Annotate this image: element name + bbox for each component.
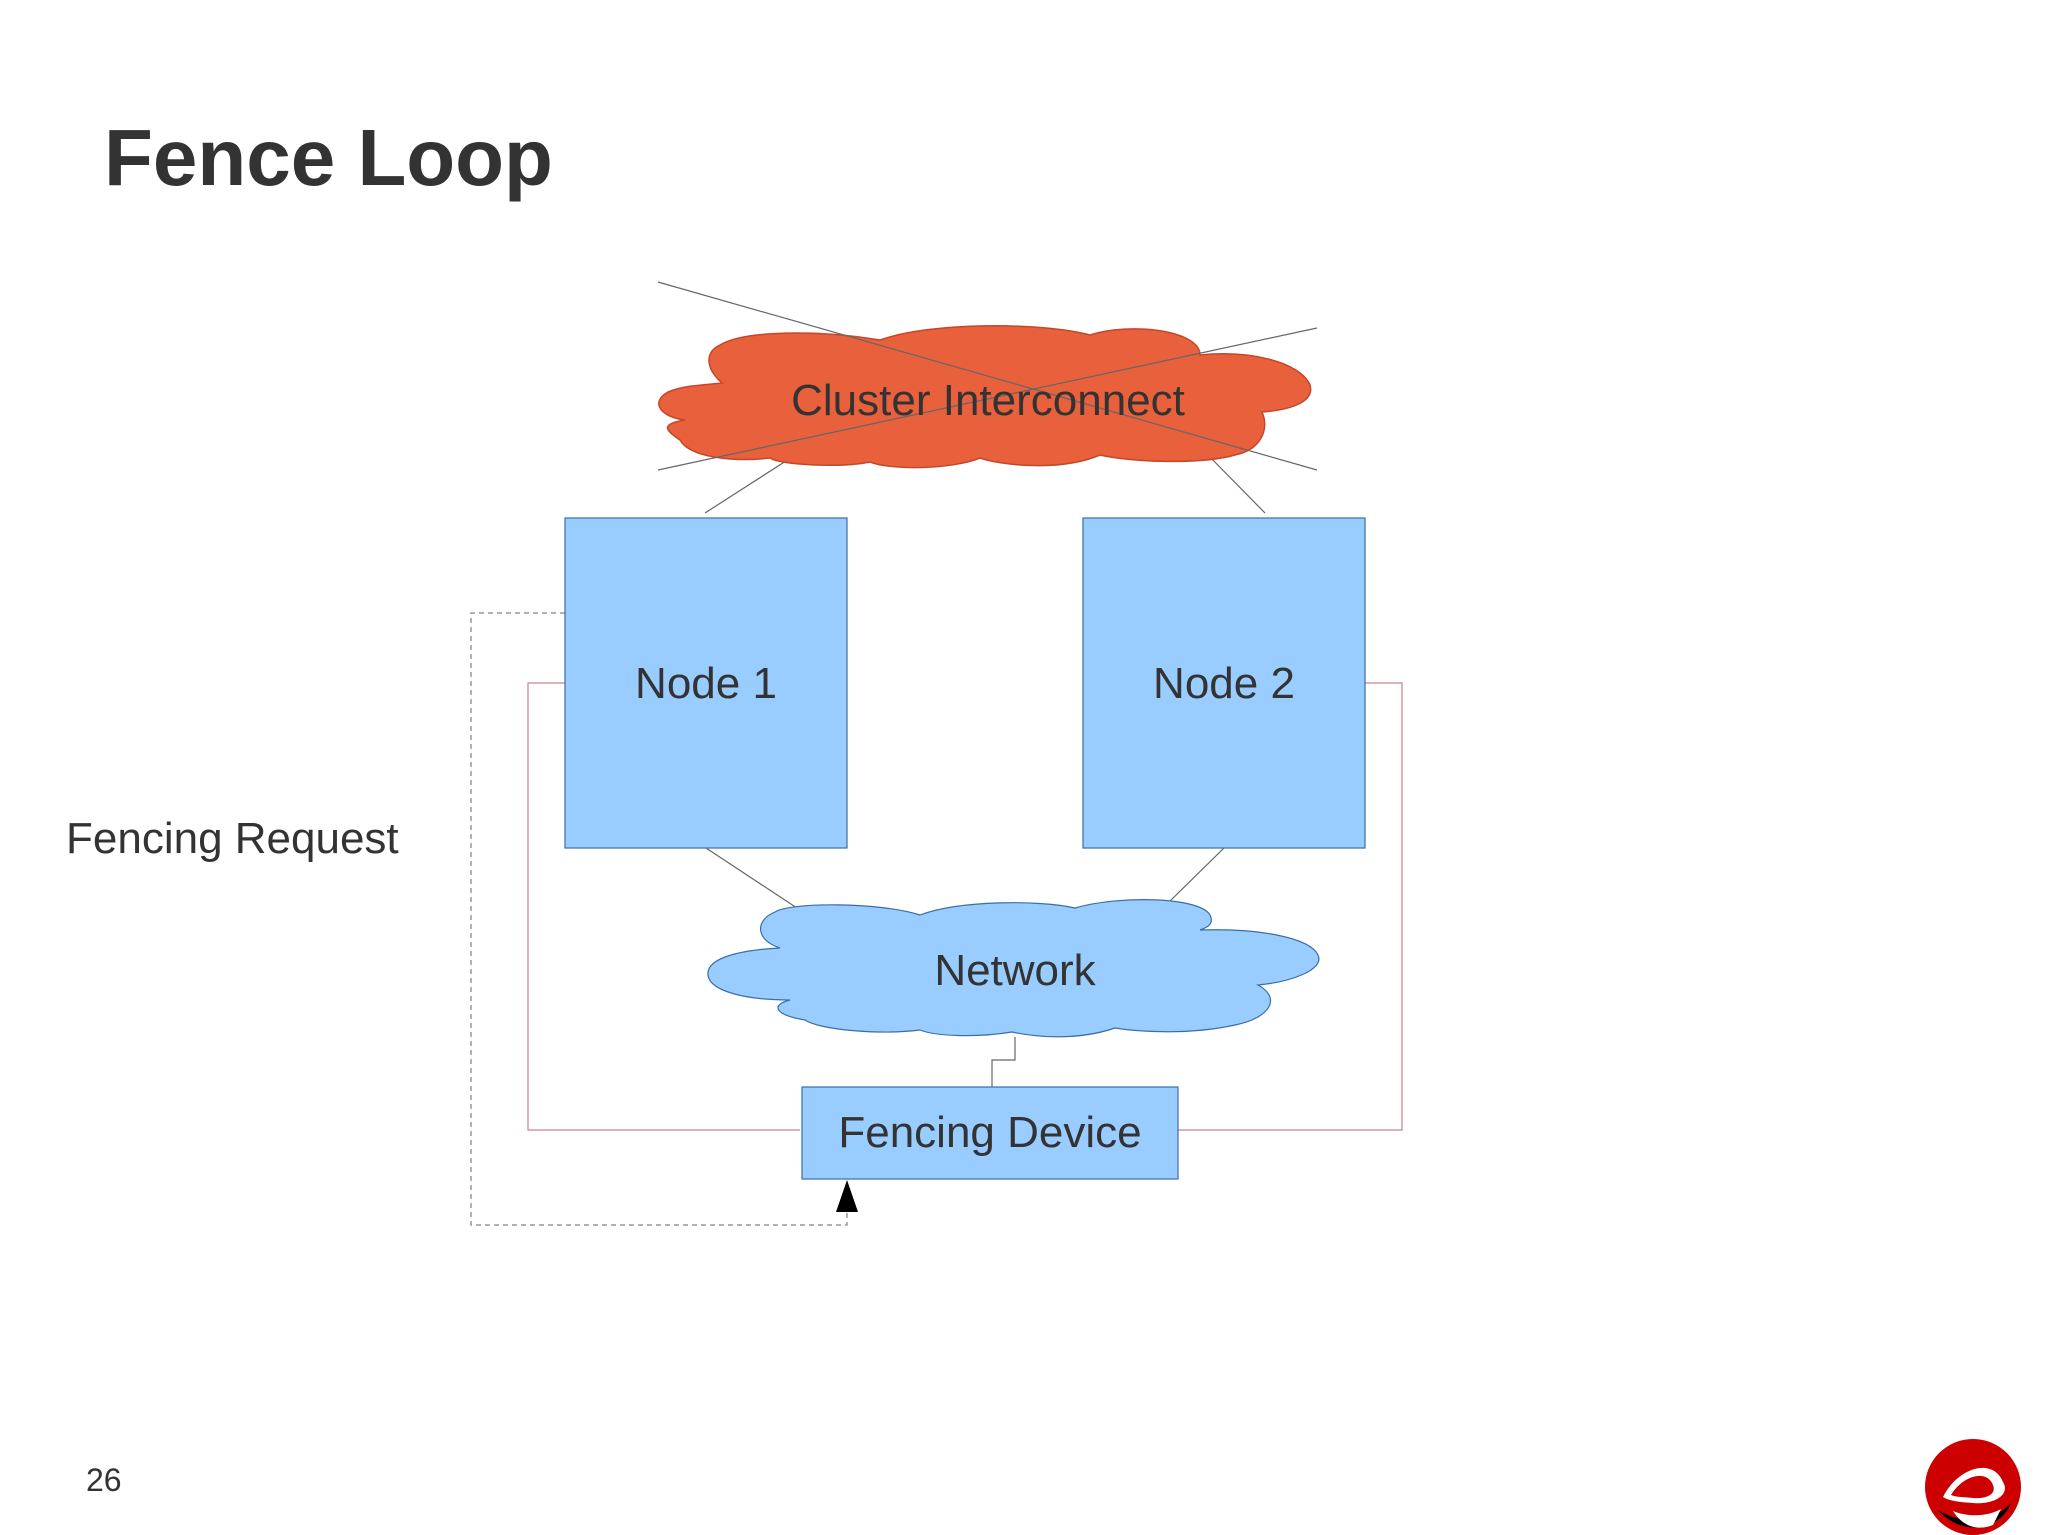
network-label: Network [934,946,1096,995]
node1-box [564,517,848,849]
redhat-shadowman-icon [1925,1439,2021,1535]
node2-label: Node 2 [1153,659,1295,708]
page-number: 26 [86,1462,122,1498]
fencing-device-label: Fencing Device [838,1108,1141,1157]
failure-cross-line-2 [657,327,1318,471]
power-line-node2 [1175,682,1403,1131]
slide-title: Fence Loop [104,113,553,202]
interconnect-node2-link [1204,451,1266,514]
cluster-interconnect-cloud [658,325,1312,469]
fencing-request-line [470,612,848,1226]
power-line-node1 [527,682,800,1131]
node2-network-link [1167,847,1225,904]
network-cloud [707,899,1320,1038]
node1-label: Node 1 [635,659,777,708]
failure-cross-line-1 [657,281,1318,471]
fencing-request-label: Fencing Request [66,814,399,863]
node2-box [1082,517,1366,849]
fencing-device-box [801,1086,1179,1180]
node1-network-link [705,847,801,911]
network-fencing-link [991,1037,1016,1087]
cluster-interconnect-label: Cluster Interconnect [791,376,1185,425]
fencing-request-arrowhead [836,1180,858,1212]
